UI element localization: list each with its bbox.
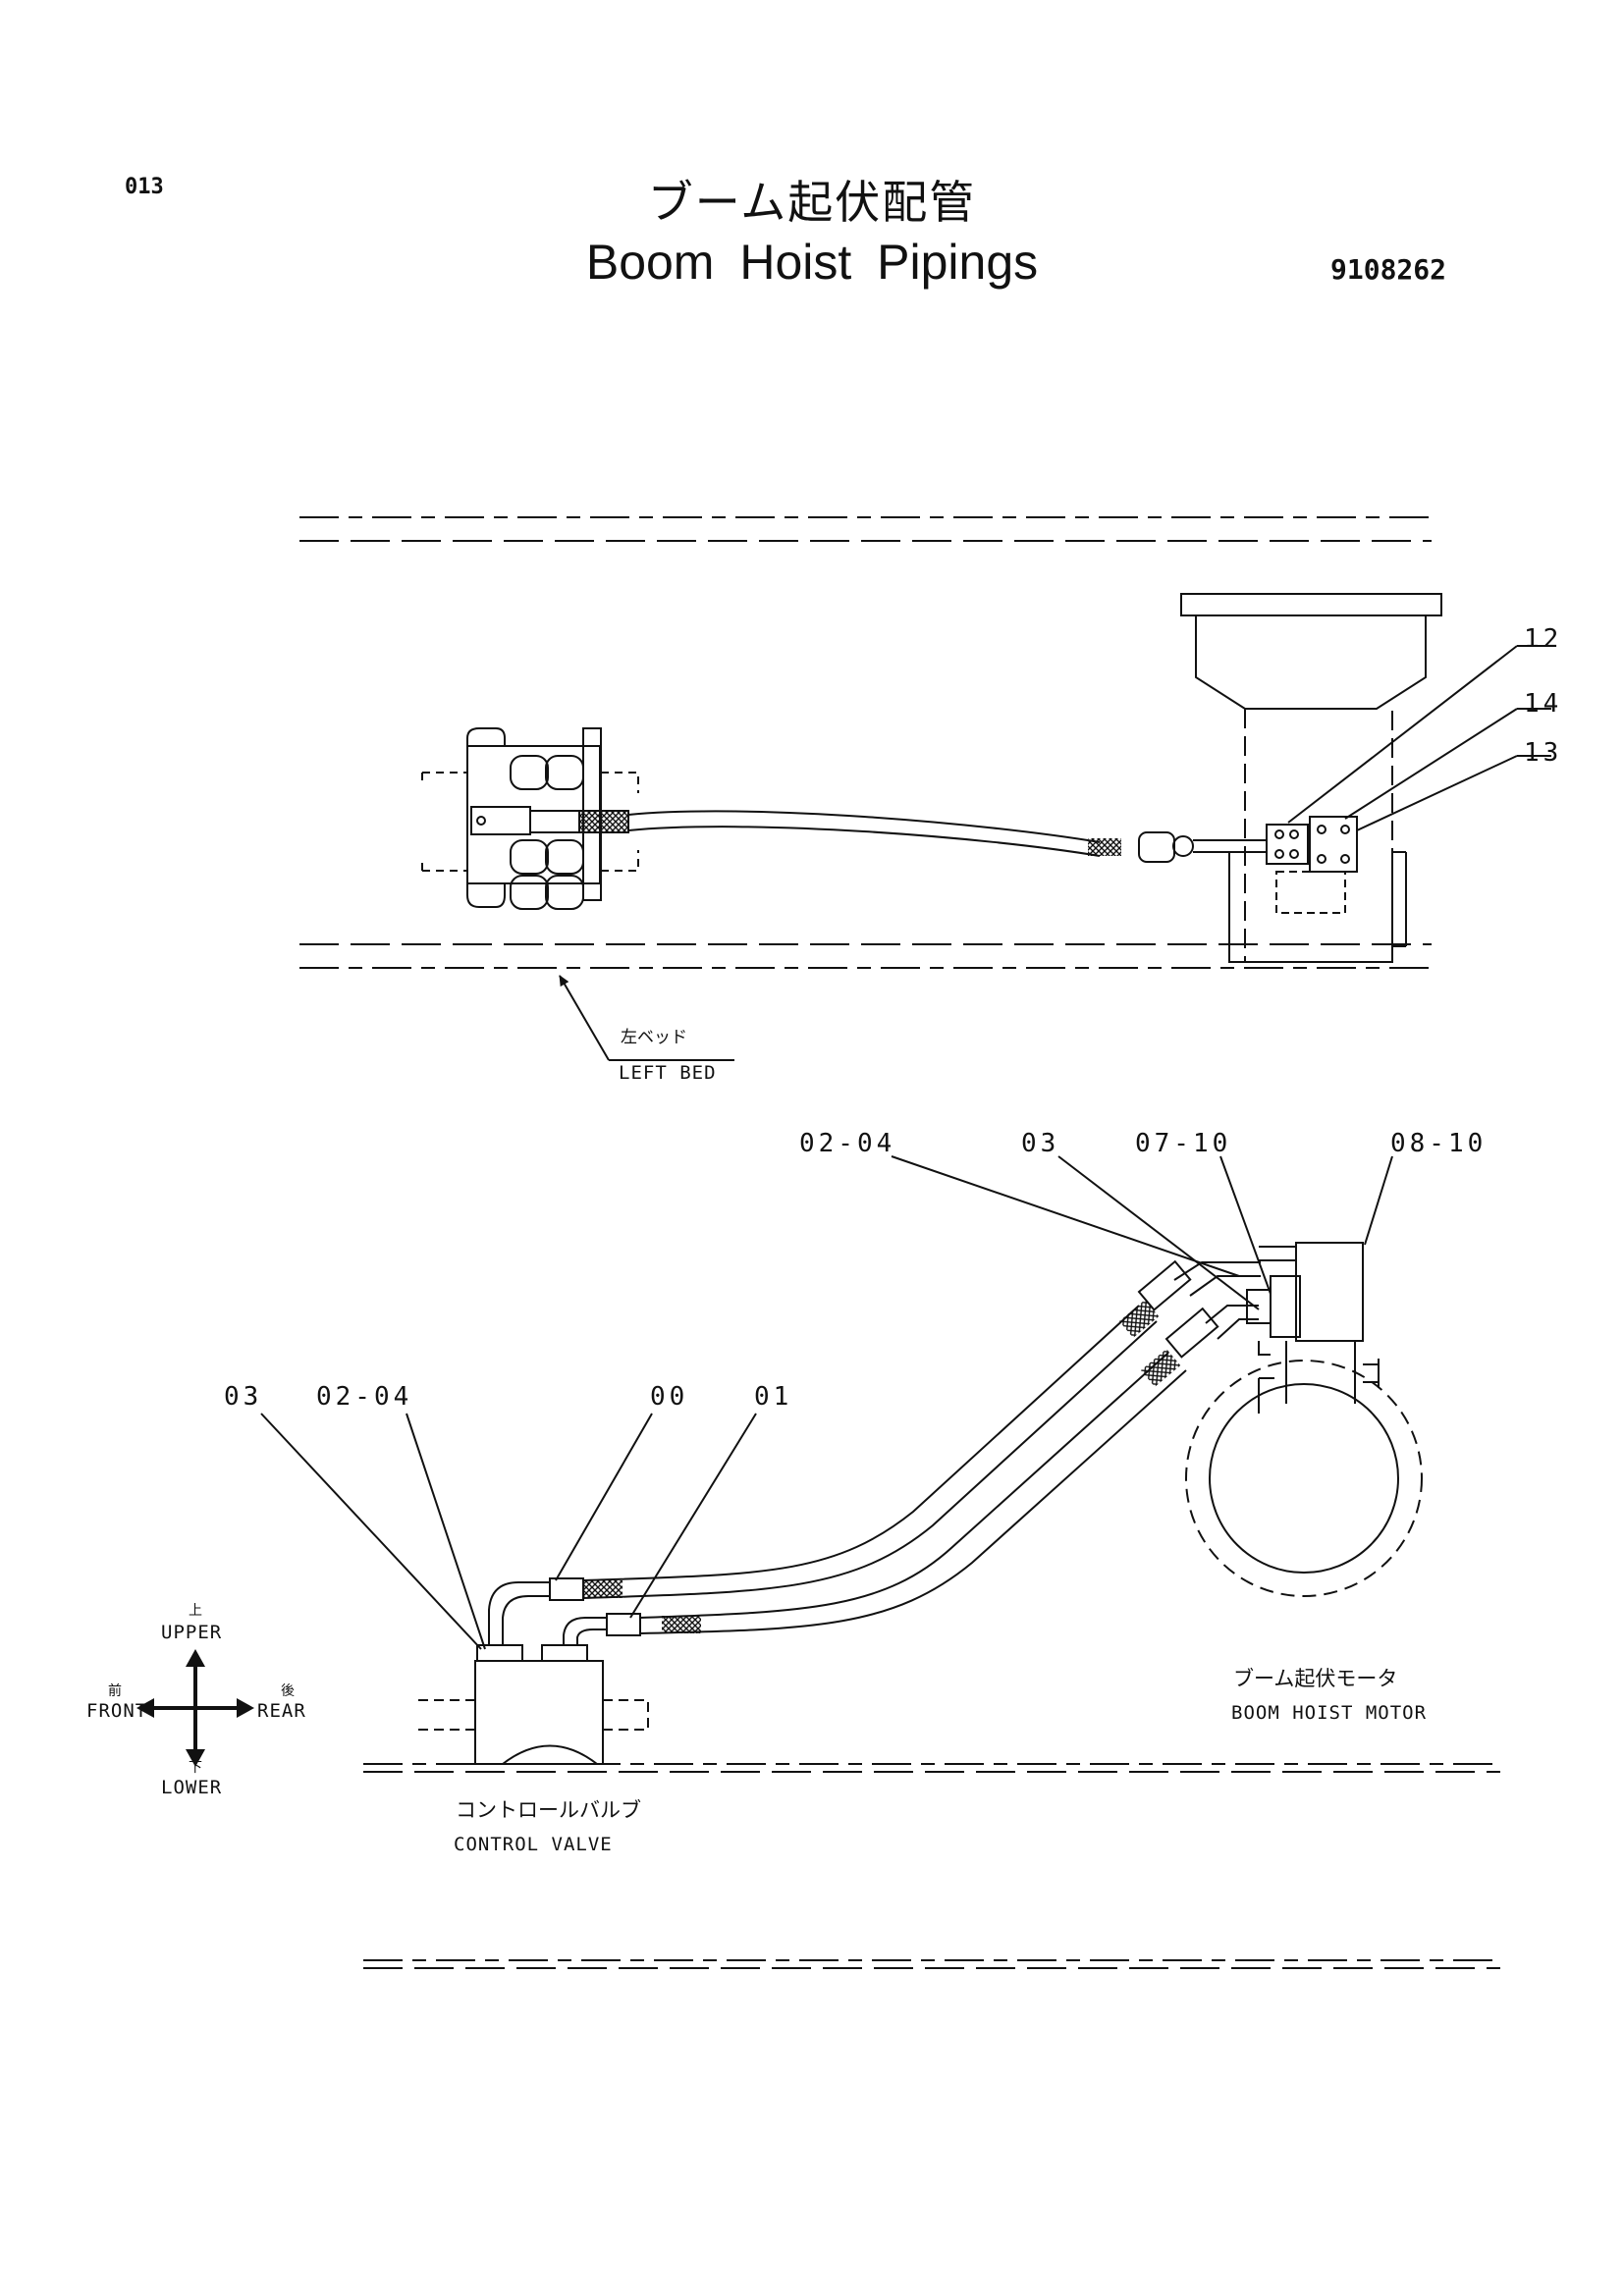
callout-leader-08-10 [1364,1155,1393,1246]
callout-03-valve: 03 [224,1382,263,1412]
lower-label-jp: 下 [189,1760,202,1776]
page-title-english: Boom Hoist Pipings [585,235,1039,290]
pipe-riser-front [488,1581,550,1645]
callout-02-04-valve: 02-04 [316,1382,413,1412]
control-valve-top [421,727,639,910]
front-label-jp: 前 [108,1683,122,1699]
fitting-00 [549,1577,584,1601]
hose-side-2b [639,1369,1187,1634]
left-bed-label-jp: 左ベッド [621,1028,687,1047]
callout-leader-12 [1287,645,1518,824]
hose-top-upper [627,810,1101,843]
callout-02-04-motor: 02-04 [799,1129,896,1158]
upper-label: UPPER [161,1622,223,1643]
left-bed-leader [559,975,610,1061]
valve-label-jp: コントロールバルブ [456,1798,641,1822]
hose-top-lower [627,826,1101,857]
side-view [260,1155,1500,1969]
callout-leader-00 [555,1413,653,1581]
callout-13: 13 [1524,738,1563,768]
motor-label: BOOM HOIST MOTOR [1231,1702,1428,1724]
callout-leader-07-10 [1219,1155,1272,1295]
callout-12: 12 [1524,624,1563,654]
top-view [299,516,1551,1061]
callout-08-10: 08-10 [1390,1129,1488,1158]
rear-label-jp: 後 [281,1683,295,1699]
rear-label: REAR [257,1700,306,1722]
left-bed-label: LEFT BED [619,1062,717,1084]
pipe-riser-rear [563,1617,607,1645]
upper-label-jp: 上 [189,1603,202,1619]
page-number: 013 [125,175,164,199]
callout-leader-13 [1356,755,1518,831]
callout-leader-02-04-valve [406,1413,486,1650]
boom-hoist-motor-side [1185,1242,1423,1597]
control-valve-side [418,1644,649,1765]
hose-guard [1088,838,1121,856]
hose-side-2a [639,1352,1169,1619]
front-label: FRONT [86,1700,148,1722]
callout-leader-02-04-motor [891,1155,1240,1277]
hose-side-1a [582,1305,1140,1581]
valve-label: CONTROL VALVE [454,1834,613,1855]
callout-01: 01 [754,1382,793,1412]
callout-leader-03-valve [260,1413,482,1650]
callout-03-motor: 03 [1021,1129,1060,1158]
orientation-compass [136,1649,254,1767]
fitting-01 [606,1613,641,1636]
callout-leader-01 [629,1413,757,1619]
motor-label-jp: ブーム起伏モータ [1233,1667,1398,1690]
callout-leader-03-motor [1057,1155,1260,1310]
callout-07-10: 07-10 [1135,1129,1232,1158]
callout-14: 14 [1524,689,1563,719]
page-title-japanese: ブーム起伏配管 [647,176,977,229]
drawing-number: 9108262 [1330,253,1447,286]
callout-leader-14 [1344,708,1518,820]
hose-fitting [1138,831,1175,863]
boom-hoist-motor-top [1180,593,1442,963]
hose-side-1b [582,1320,1158,1599]
callout-00: 00 [650,1382,689,1412]
hose-swivel [1172,835,1194,857]
lower-label: LOWER [161,1777,223,1798]
